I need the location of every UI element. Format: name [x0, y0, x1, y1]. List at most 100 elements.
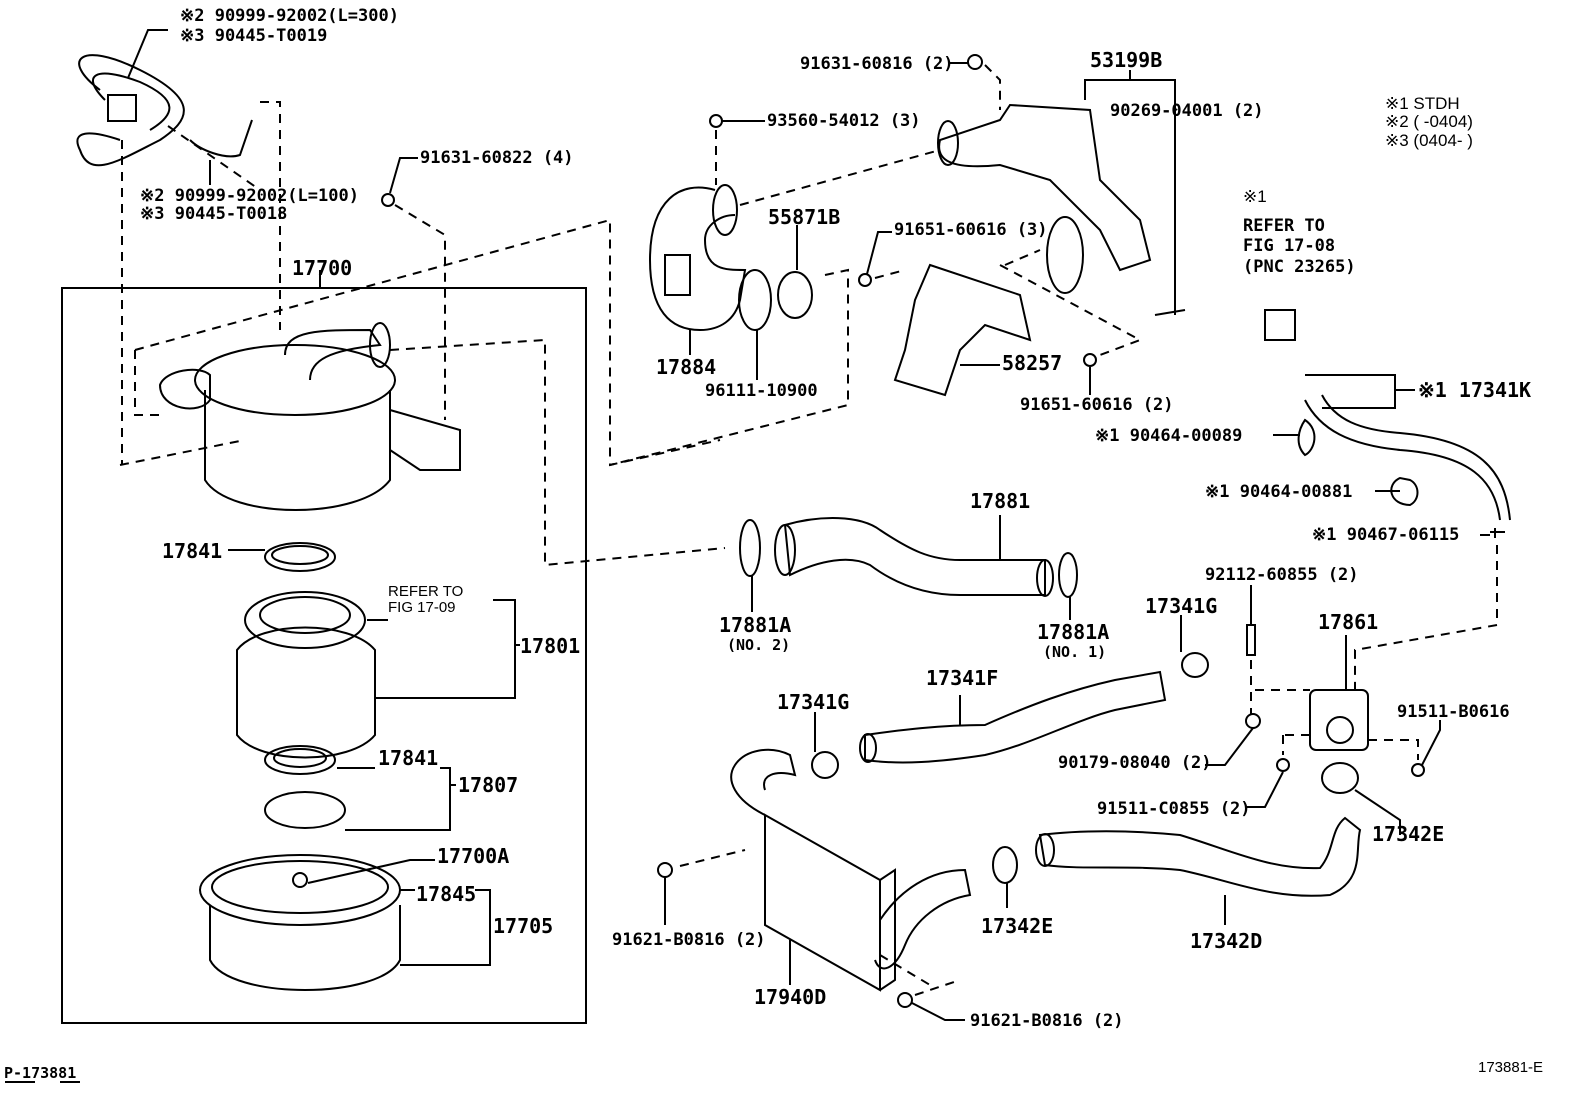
- bolt-91621-bottom-icon[interactable]: [897, 992, 913, 1008]
- label-17341F[interactable]: 17341F: [926, 666, 999, 690]
- label-58257[interactable]: 58257: [1002, 351, 1063, 375]
- label-17801[interactable]: 17801: [520, 634, 581, 658]
- refer-1708-line1[interactable]: REFER TO: [1243, 216, 1325, 236]
- cap-17705-rim[interactable]: [199, 854, 401, 926]
- clamp-96111[interactable]: [738, 269, 772, 331]
- hose-17342D[interactable]: [1038, 816, 1362, 897]
- gasket-17841-top[interactable]: [264, 542, 336, 572]
- label-93560-54012[interactable]: 93560-54012 (3): [767, 111, 921, 131]
- label-17700A[interactable]: 17700A: [437, 844, 510, 868]
- refer-1708-line3[interactable]: (PNC 23265): [1243, 257, 1356, 277]
- air-cleaner-case-top[interactable]: [194, 344, 396, 416]
- clamp-17342E-right[interactable]: [1321, 762, 1359, 794]
- label-17341G-left[interactable]: 17341G: [777, 690, 850, 714]
- clamp-17341G-right[interactable]: [1181, 652, 1209, 678]
- hose-17881-end-left: [774, 524, 796, 576]
- label-hose-l100-a[interactable]: ※2 90999-92002(L=100): [140, 186, 359, 206]
- label-91651-60616-3[interactable]: 91651-60616 (3): [894, 220, 1048, 240]
- label-91621-B0816-left[interactable]: 91621-B0816 (2): [612, 930, 766, 950]
- valve-17861[interactable]: [1309, 689, 1369, 751]
- screw-93560-icon[interactable]: [709, 114, 723, 128]
- clip-90464-00881-icon[interactable]: [1390, 476, 1419, 507]
- nut-90179-icon[interactable]: [1245, 713, 1261, 729]
- intercooler-17940D[interactable]: [764, 813, 896, 992]
- label-17342D[interactable]: 17342D: [1190, 929, 1263, 953]
- clamp-17881A-no1[interactable]: [1058, 552, 1078, 598]
- label-90464-00089[interactable]: ※1 90464-00089: [1095, 426, 1243, 446]
- label-91631-60816[interactable]: 91631-60816 (2): [800, 54, 954, 74]
- label-96111-10900[interactable]: 96111-10900: [705, 381, 818, 401]
- label-17881A-no1[interactable]: 17881A: [1037, 620, 1110, 644]
- refer-1708-line2[interactable]: FIG 17-08: [1243, 236, 1336, 256]
- filter-element-body[interactable]: [236, 626, 376, 759]
- label-91511-B0616[interactable]: 91511-B0616: [1397, 702, 1510, 722]
- label-17881[interactable]: 17881: [970, 489, 1031, 513]
- hose-l100[interactable]: [189, 119, 253, 158]
- label-17700[interactable]: 17700: [292, 256, 353, 280]
- hose-17341K[interactable]: [1304, 394, 1511, 521]
- label-17342E-right[interactable]: 17342E: [1372, 822, 1445, 846]
- label-90464-00881[interactable]: ※1 90464-00881: [1205, 482, 1353, 502]
- label-hose-l300-b[interactable]: ※3 90445-T0019: [180, 26, 328, 46]
- bolt-91621-left-icon[interactable]: [657, 862, 673, 878]
- refer-1709-line1[interactable]: REFER TO: [388, 583, 464, 600]
- label-17861[interactable]: 17861: [1318, 610, 1379, 634]
- dash-91631-60822: [394, 204, 446, 420]
- leader-91511-B0616: [1421, 720, 1441, 766]
- gasket-17841-bottom[interactable]: [264, 745, 336, 775]
- hose-17881[interactable]: [783, 517, 1046, 596]
- bolt-91631-60822-icon[interactable]: [381, 193, 395, 207]
- label-17341G-right[interactable]: 17341G: [1145, 594, 1218, 618]
- bolt-91651-2-icon[interactable]: [1083, 353, 1097, 367]
- vsv-17341K-refer: [1264, 309, 1296, 341]
- label-91651-60616-2[interactable]: 91651-60616 (2): [1020, 395, 1174, 415]
- label-90269-04001[interactable]: 90269-04001 (2): [1110, 101, 1264, 121]
- label-17705[interactable]: 17705: [493, 914, 554, 938]
- cap-17705-body[interactable]: [209, 905, 401, 991]
- bolt-91651-3-icon[interactable]: [858, 273, 872, 287]
- filter-element-ring[interactable]: [244, 591, 366, 649]
- label-90179-08040[interactable]: 90179-08040 (2): [1058, 753, 1212, 773]
- label-17940D[interactable]: 17940D: [754, 985, 827, 1009]
- note-2: ※2 ( -0404): [1385, 112, 1473, 131]
- label-92112-60855[interactable]: 92112-60855 (2): [1205, 565, 1359, 585]
- pipe-17341F[interactable]: [864, 670, 1167, 764]
- clamp-17881A-no2[interactable]: [739, 519, 761, 577]
- bolt-91631-60816-icon[interactable]: [967, 54, 983, 70]
- valve-17700A-icon[interactable]: [292, 872, 308, 888]
- hose-l300[interactable]: [76, 54, 185, 167]
- dash-air-cleaner-1: [134, 350, 160, 416]
- clamp-17341G-left[interactable]: [811, 751, 839, 779]
- label-17342E-mid[interactable]: 17342E: [981, 914, 1054, 938]
- label-17884[interactable]: 17884: [656, 355, 717, 379]
- duct-17884[interactable]: [648, 186, 747, 332]
- wing-nut-17807[interactable]: [264, 791, 346, 829]
- clamp-17342E-mid[interactable]: [992, 846, 1018, 884]
- clip-90464-00089-icon[interactable]: [1297, 418, 1316, 457]
- label-53199B[interactable]: 53199B: [1090, 48, 1163, 72]
- leader-91511-C0855: [1245, 771, 1284, 808]
- bolt-91511-B0616-icon[interactable]: [1411, 763, 1425, 777]
- label-17881A-no2[interactable]: 17881A: [719, 613, 792, 637]
- label-17841-top[interactable]: 17841: [162, 539, 223, 563]
- label-hose-l300-a[interactable]: ※2 90999-92002(L=300): [180, 6, 399, 26]
- hose-l300-inner: [92, 72, 171, 131]
- ring-55871B[interactable]: [777, 271, 813, 319]
- label-90467-06115[interactable]: ※1 90467-06115: [1312, 525, 1460, 545]
- label-17845[interactable]: 17845: [416, 882, 477, 906]
- intake-53199B[interactable]: [938, 103, 1152, 272]
- bolt-91511-C0855-icon[interactable]: [1276, 758, 1290, 772]
- refer-1709-line2[interactable]: FIG 17-09: [388, 599, 456, 616]
- label-17841-bottom[interactable]: 17841: [378, 746, 439, 770]
- duct-58257[interactable]: [893, 263, 1032, 397]
- label-91511-C0855[interactable]: 91511-C0855 (2): [1097, 799, 1251, 819]
- label-17807[interactable]: 17807: [458, 773, 519, 797]
- clip-90467-icon[interactable]: [1490, 528, 1505, 538]
- label-91621-B0816-bottom[interactable]: 91621-B0816 (2): [970, 1011, 1124, 1031]
- stud-92112-icon[interactable]: [1246, 624, 1256, 656]
- label-91631-60822[interactable]: 91631-60822 (4): [420, 148, 574, 168]
- dash-air-cleaner-4: [389, 338, 726, 567]
- label-55871B[interactable]: 55871B: [768, 205, 841, 229]
- label-hose-l100-b[interactable]: ※3 90445-T0018: [140, 204, 288, 224]
- label-17341K[interactable]: ※1 17341K: [1418, 378, 1532, 402]
